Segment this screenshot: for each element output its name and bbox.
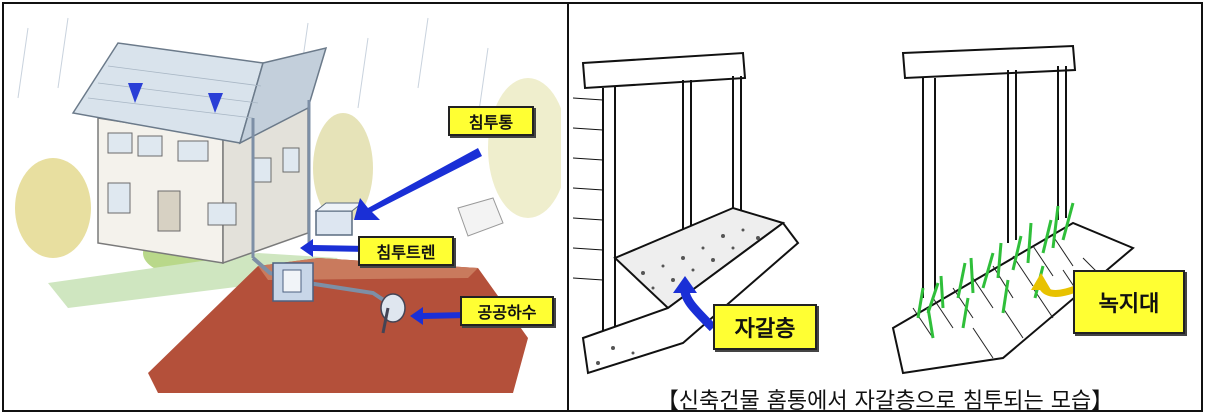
infiltration-trench-shape [272, 262, 314, 302]
arrow-to-sewer [410, 307, 466, 325]
panel-divider [567, 2, 569, 412]
grass-blades [916, 202, 1075, 339]
gravel-dots [596, 228, 760, 365]
label-infiltration-tank: 침투통 [448, 106, 534, 136]
gravel-greenbelt-illustration: 자갈층 녹지대 [573, 8, 1199, 410]
infiltration-tank-shape [314, 202, 364, 236]
arrow-to-trench [300, 239, 368, 257]
figure-caption: 【신축건물 홈통에서 자갈층으로 침투되는 모습】 [656, 389, 1114, 414]
house-infiltration-drawing [8, 8, 561, 410]
label-infiltration-trench: 침투트렌 [358, 236, 454, 266]
label-gravel-layer: 자갈층 [713, 304, 817, 350]
house-infiltration-illustration: 침투통 침투트렌 공공하수 [8, 8, 561, 410]
gravel-greenbelt-drawing [573, 44, 1135, 375]
label-public-sewer: 공공하수 [460, 296, 554, 326]
public-sewer-shape [380, 293, 406, 334]
arrow-to-tank [354, 148, 482, 220]
soil-section [148, 258, 528, 393]
label-green-belt: 녹지대 [1073, 270, 1185, 334]
